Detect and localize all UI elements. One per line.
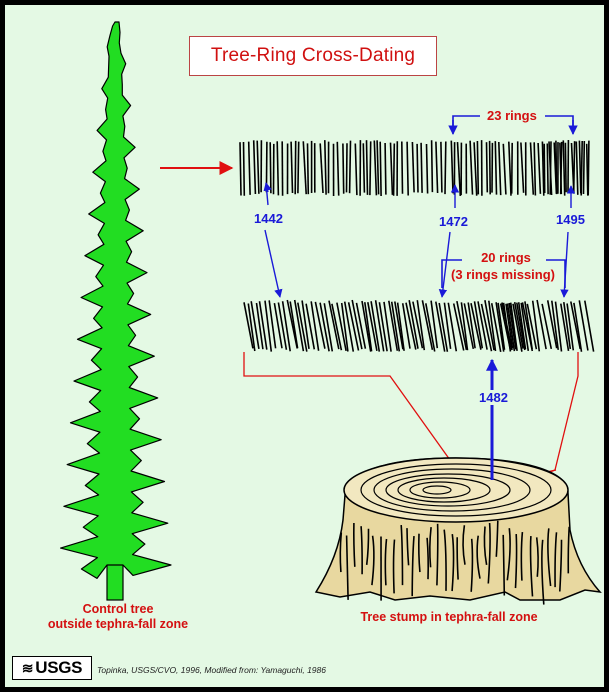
tree-ring-line: [584, 141, 585, 194]
tree-ring-line: [337, 142, 338, 196]
tree-ring-line: [298, 142, 299, 194]
tree-ring-line: [274, 303, 282, 348]
tree-ring-line: [544, 144, 545, 193]
tree-ring-line: [244, 142, 245, 196]
tree-ring-line: [534, 142, 535, 195]
tree-ring-line: [445, 142, 446, 195]
tree-ring-line: [370, 141, 371, 195]
stump-bark-mark: [437, 524, 438, 586]
tree-ring-line: [512, 143, 513, 194]
tree-ring-line: [556, 141, 557, 195]
tree-ring-line: [499, 142, 501, 195]
tree-ring-line: [374, 141, 376, 196]
tree-ring-line: [254, 140, 256, 194]
tree-ring-line: [576, 142, 578, 195]
tree-ring-line: [325, 140, 326, 195]
tree-ring-line: [474, 142, 477, 195]
tree-ring-line: [563, 140, 564, 195]
tree-ring-line: [417, 144, 418, 193]
tree-ring-line: [363, 143, 364, 192]
tree-ring-line: [332, 304, 342, 350]
tree-ring-line: [509, 142, 511, 196]
label-23-rings: 23 rings: [487, 108, 537, 123]
control-tree-caption: Control tree outside tephra-fall zone: [38, 602, 198, 632]
tree-ring-line: [345, 302, 354, 352]
tree-ring-line: [350, 141, 351, 194]
tree-ring-line: [421, 143, 422, 193]
tree-ring-line: [521, 143, 524, 193]
tree-ring-line: [320, 143, 323, 193]
tree-ring-line: [547, 144, 548, 195]
tree-ring-line: [240, 142, 241, 195]
tree-ring-line: [531, 142, 534, 194]
tree-ring-line: [249, 142, 250, 195]
tree-ring-line: [377, 140, 379, 194]
tree-ring-line: [391, 143, 393, 195]
tree-ring-line: [432, 140, 433, 192]
tree-ring-line: [385, 143, 386, 195]
tree-ring-line: [270, 142, 271, 193]
tree-ring-line: [295, 141, 296, 194]
tree-ring-line: [436, 142, 438, 193]
tree-ring-line: [394, 144, 395, 196]
control-tree: [61, 22, 171, 600]
label-rings-missing: (3 rings missing): [441, 267, 565, 282]
tree-ring-line: [427, 144, 428, 194]
tree-ring-line: [303, 141, 306, 194]
tree-ring-line: [367, 140, 368, 195]
usgs-logo-text: USGS: [35, 658, 82, 678]
tree-ring-line: [588, 141, 589, 196]
tree-ring-line: [470, 141, 472, 195]
tree-ring-line: [355, 144, 357, 196]
stump-ring-core: [244, 300, 594, 352]
tree-ring-line: [565, 143, 566, 193]
tree-ring-line: [477, 141, 478, 194]
tree-ring-line: [441, 142, 442, 193]
stump-bark-mark: [503, 535, 504, 596]
tree-ring-line: [402, 142, 403, 194]
tree-ring-line: [458, 142, 461, 196]
label-20-rings: 20 rings: [466, 250, 546, 265]
tree-ring-line: [308, 143, 309, 194]
tree-ring-line: [278, 303, 286, 350]
label-year-1442: 1442: [254, 211, 283, 226]
tree-stump: [316, 458, 600, 605]
control-tree-caption-line2: outside tephra-fall zone: [38, 617, 198, 632]
tree-ring-line: [403, 303, 410, 348]
stump-caption: Tree stump in tephra-fall zone: [320, 610, 578, 625]
tree-ring-line: [550, 141, 551, 194]
tree-ring-line: [291, 142, 292, 193]
tree-ring-line: [574, 141, 575, 193]
usgs-logo: ≋ USGS: [12, 656, 92, 680]
tree-ring-line: [277, 141, 278, 195]
tree-ring-line: [407, 142, 408, 196]
label-year-1495: 1495: [556, 212, 585, 227]
control-tree-caption-line1: Control tree: [38, 602, 198, 617]
tree-ring-line: [412, 142, 414, 192]
label-year-1472: 1472: [439, 214, 468, 229]
tree-ring-line: [538, 143, 540, 194]
label-year-1482: 1482: [476, 390, 511, 405]
diagram-title: Tree-Ring Cross-Dating: [189, 36, 437, 76]
tree-ring-line: [380, 142, 381, 196]
tree-ring-line: [347, 143, 348, 192]
usgs-wave-icon: ≋: [22, 660, 33, 677]
credit-line: Topinka, USGS/CVO, 1996, Modified from: …: [97, 665, 326, 675]
control-ring-core: [240, 140, 589, 196]
tree-ring-line: [487, 142, 488, 192]
tree-ring-line: [490, 141, 491, 195]
tree-ring-line: [451, 141, 453, 194]
tree-ring-line: [257, 141, 259, 194]
tree-ring-line: [495, 141, 496, 195]
tree-ring-line: [343, 144, 344, 194]
tree-ring-line: [581, 141, 582, 196]
tree-ring-line: [503, 144, 506, 195]
tree-ring-line: [561, 142, 562, 194]
